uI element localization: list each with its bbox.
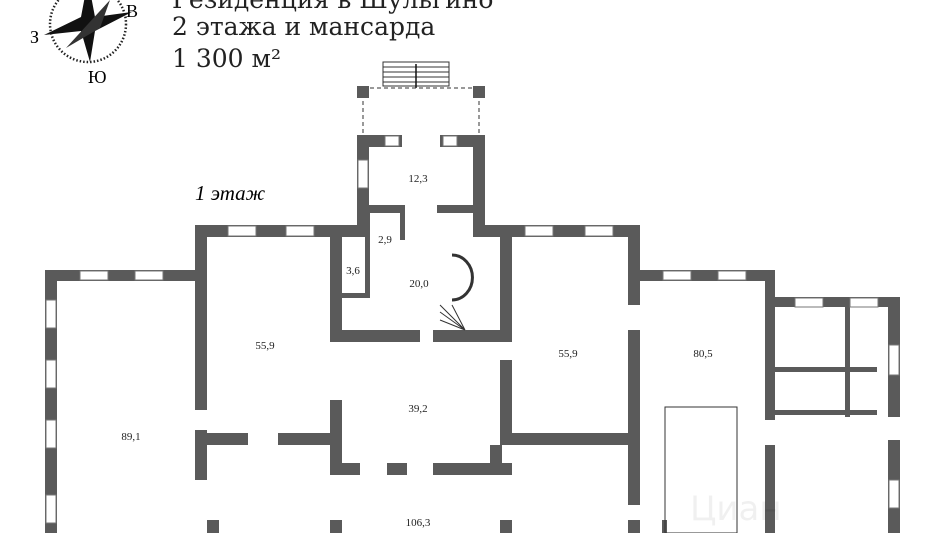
wall — [628, 225, 640, 305]
wall — [628, 330, 640, 505]
room-area-label: 55,9 — [558, 348, 578, 360]
wall — [845, 307, 850, 417]
room-area-label: 80,5 — [693, 348, 713, 360]
wall — [500, 433, 628, 445]
plan-title: Резиденция в Шульгино — [172, 0, 493, 14]
wall — [330, 237, 342, 342]
wall — [775, 410, 877, 415]
wall — [387, 463, 407, 475]
window — [45, 359, 57, 389]
windows — [45, 135, 900, 524]
room-area-label: 89,1 — [121, 431, 140, 443]
window — [662, 270, 692, 281]
wall — [628, 520, 640, 533]
wall — [330, 520, 342, 533]
wall — [473, 86, 485, 98]
window — [134, 270, 164, 281]
window — [717, 270, 747, 281]
window — [79, 270, 109, 281]
window — [849, 297, 879, 308]
wall — [490, 445, 502, 475]
wall — [357, 86, 369, 98]
staircase-outline — [664, 406, 738, 533]
floors-info: 2 этажа и мансарда — [172, 12, 436, 41]
wall — [207, 433, 248, 445]
wall — [195, 430, 207, 480]
window — [888, 479, 900, 509]
window — [45, 419, 57, 449]
wall — [195, 225, 369, 237]
room-area-label: 39,2 — [408, 403, 427, 415]
window — [794, 297, 824, 308]
compass-south: Ю — [88, 67, 107, 87]
wall — [628, 270, 775, 281]
compass-rose-icon — [44, 0, 132, 64]
walls — [45, 86, 900, 533]
window — [227, 225, 257, 237]
wall — [342, 293, 370, 298]
wall — [330, 463, 360, 475]
wall — [195, 225, 207, 410]
window — [45, 299, 57, 329]
wall — [765, 270, 775, 420]
window — [357, 159, 369, 189]
window — [584, 225, 614, 237]
total-area: 1 300 м² — [172, 44, 281, 73]
entrance-stairs — [382, 61, 450, 88]
room-labels: 12,3 2,9 3,6 20,0 55,9 55,9 80,5 39,2 89,1 106,3 — [121, 173, 713, 529]
wall — [45, 270, 57, 533]
window — [285, 225, 315, 237]
wall — [500, 520, 512, 533]
wall — [765, 445, 775, 533]
spiral-stair — [451, 253, 474, 302]
wall — [342, 330, 420, 342]
window — [384, 135, 400, 147]
window — [442, 135, 458, 147]
wall — [500, 237, 512, 337]
wall — [433, 330, 512, 342]
wall — [765, 297, 900, 307]
room-area-label: 2,9 — [378, 234, 392, 246]
wall — [473, 225, 640, 237]
floor-label: 1 этаж — [195, 181, 266, 205]
compass-east: В — [126, 1, 138, 21]
stair-steps — [439, 304, 466, 331]
wall — [207, 520, 219, 533]
room-area-label: 12,3 — [408, 173, 428, 185]
wall — [365, 213, 370, 298]
room-area-label: 55,9 — [255, 340, 275, 352]
wall — [45, 270, 207, 281]
wall — [369, 205, 405, 213]
wall — [278, 433, 342, 445]
wall — [473, 135, 485, 237]
room-area-label: 20,0 — [409, 278, 429, 290]
room-area-label: 106,3 — [406, 517, 431, 529]
wall — [400, 205, 405, 240]
window — [888, 344, 900, 376]
room-area-label: 3,6 — [346, 265, 360, 277]
window — [524, 225, 554, 237]
window — [45, 494, 57, 524]
wall — [500, 360, 512, 445]
compass-west: З — [30, 27, 39, 47]
watermark-logo: Циан — [690, 489, 782, 529]
wall — [775, 367, 877, 372]
wall — [437, 205, 473, 213]
porch-outline — [362, 87, 480, 135]
